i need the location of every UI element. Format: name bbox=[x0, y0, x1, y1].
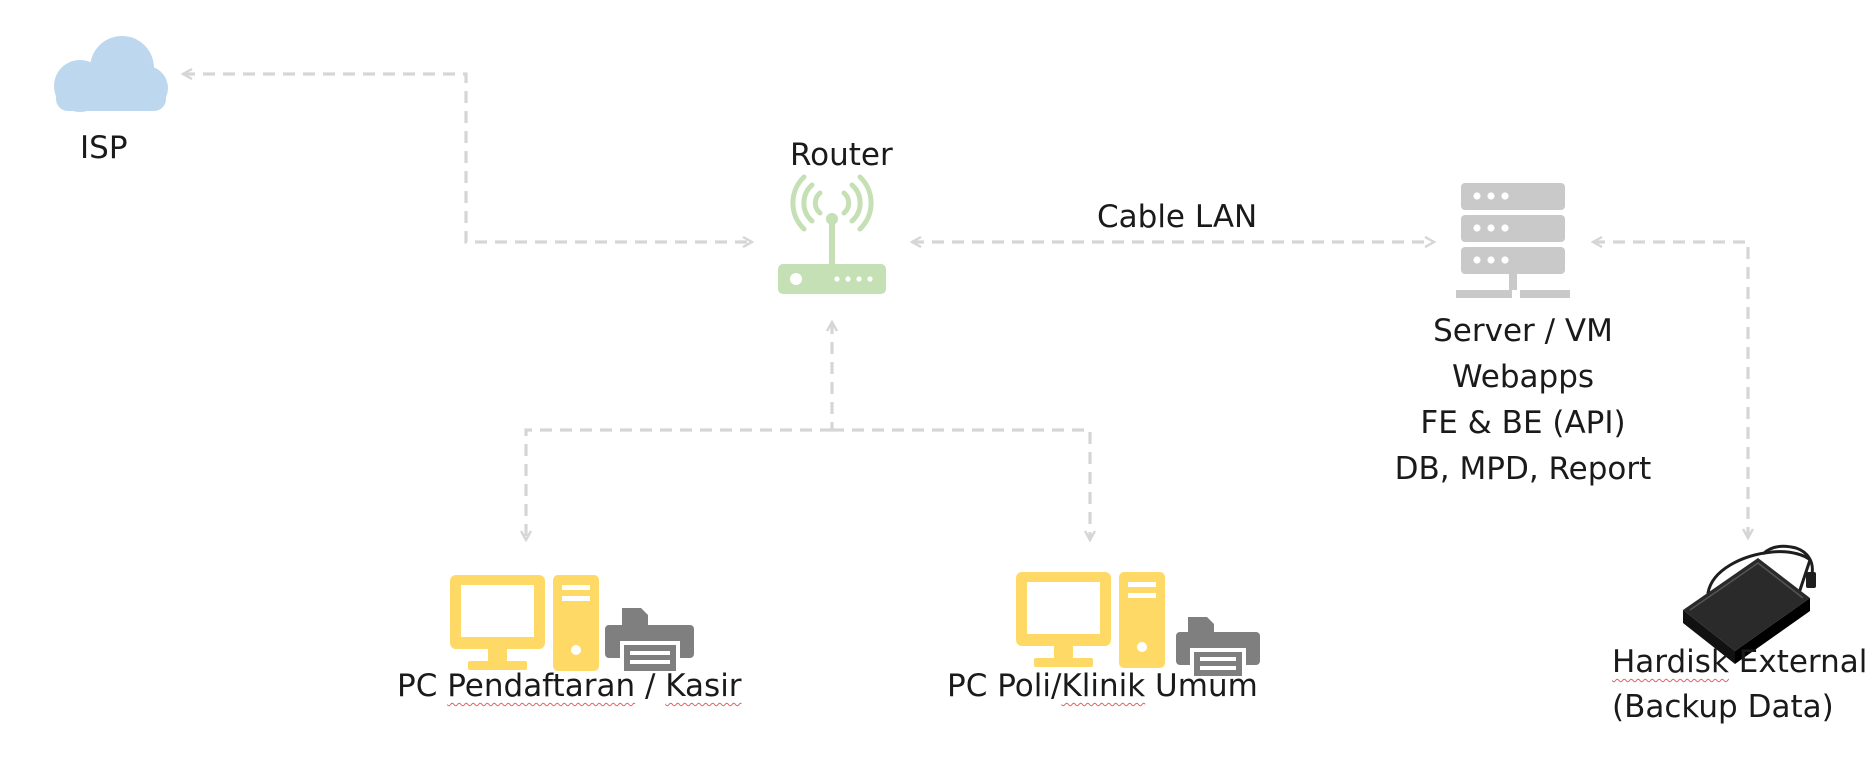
cable-lan-label: Cable LAN bbox=[1097, 199, 1258, 235]
server-label-line: DB, MPD, Report bbox=[1394, 451, 1652, 487]
hardisk-label-part: Hardisk bbox=[1612, 644, 1729, 680]
hardisk-label-part: External bbox=[1728, 644, 1868, 680]
server-label-line: FE & BE (API) bbox=[1420, 405, 1626, 441]
desktop-pc-printer-icon bbox=[1016, 572, 1260, 680]
connector-hub-pc-poli bbox=[832, 428, 1090, 540]
pc-kasir-label-part: Kasir bbox=[665, 668, 742, 704]
cloud-icon bbox=[54, 36, 168, 112]
connector-isp-router bbox=[183, 74, 752, 242]
wifi-router-icon bbox=[778, 174, 886, 294]
pc-kasir-label-part: Pendaftaran bbox=[447, 668, 636, 704]
pc-poli-label-part: Klinik bbox=[1061, 668, 1146, 704]
connector-server-hardisk bbox=[1593, 242, 1748, 538]
server-label: Server / VM Webapps FE & BE (API) DB, MP… bbox=[1363, 308, 1683, 492]
pc-poli-label: PC Poli/Klinik Umum bbox=[947, 668, 1258, 705]
server-label-line: Webapps bbox=[1451, 359, 1595, 395]
pc-poli-label-part: Umum bbox=[1145, 668, 1258, 704]
connector-hub-pc-kasir bbox=[526, 428, 832, 540]
server-rack-icon bbox=[1456, 183, 1570, 298]
hardisk-label-line: (Backup Data) bbox=[1612, 689, 1834, 725]
hardisk-label-line: Hardisk External bbox=[1612, 640, 1867, 685]
server-label-line: Server / VM bbox=[1433, 313, 1613, 349]
pc-kasir-label-part: / bbox=[635, 668, 666, 704]
external-hdd-icon bbox=[1683, 544, 1816, 664]
pc-kasir-label: PC Pendaftaran / Kasir bbox=[397, 668, 742, 705]
hardisk-label: Hardisk External (Backup Data) bbox=[1612, 640, 1867, 730]
desktop-pc-printer-icon bbox=[450, 575, 694, 675]
pc-poli-label-part: PC Poli/ bbox=[947, 668, 1062, 704]
router-label: Router bbox=[790, 137, 893, 173]
pc-kasir-label-part: PC bbox=[397, 668, 448, 704]
isp-label: ISP bbox=[80, 130, 128, 166]
